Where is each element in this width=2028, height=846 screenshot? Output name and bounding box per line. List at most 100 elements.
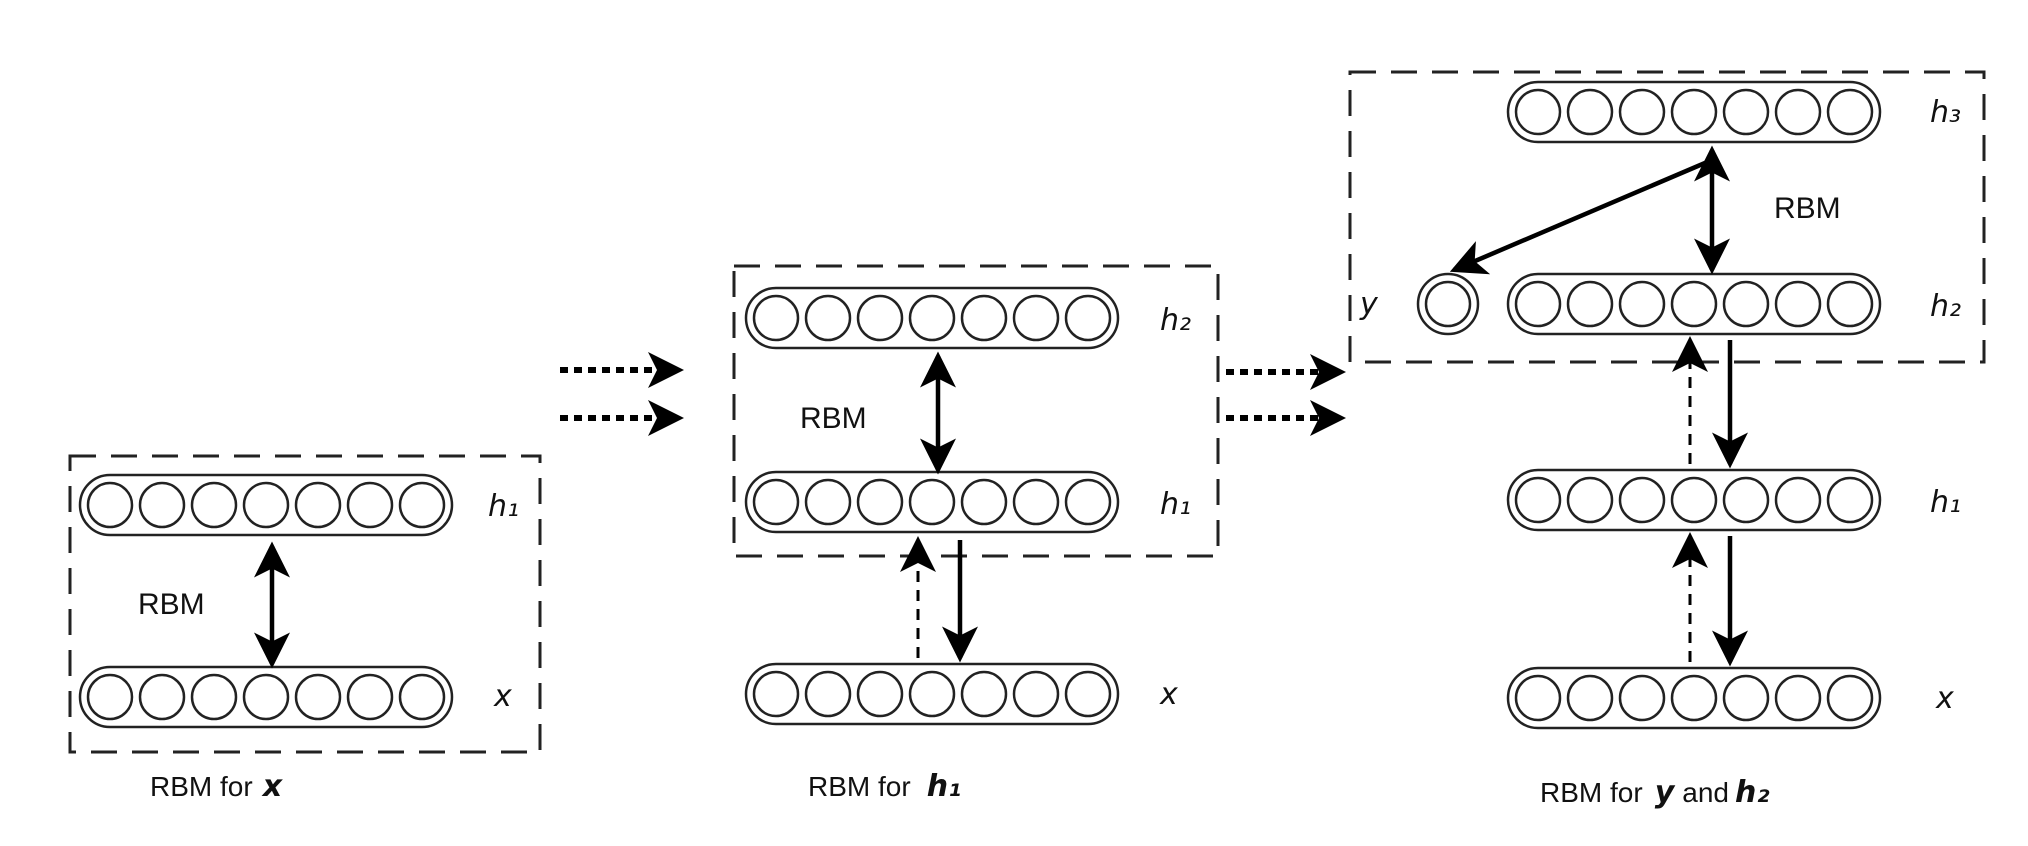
neuron-unit (1424, 280, 1472, 328)
neuron-unit (1826, 674, 1874, 722)
neuron-unit (1722, 674, 1770, 722)
neuron-unit (1774, 280, 1822, 328)
layer-label-h2: h₂ (1160, 303, 1191, 338)
rbm-label: RBM (138, 588, 205, 621)
neuron-unit (1826, 88, 1874, 136)
rbm-box (732, 264, 1220, 558)
neuron-unit (138, 673, 186, 721)
layer-x (78, 665, 454, 729)
neuron-unit (1618, 88, 1666, 136)
neuron-unit (856, 294, 904, 342)
neuron-unit (1012, 478, 1060, 526)
layer-label-h3: h₃ (1930, 95, 1961, 130)
neuron-unit (242, 481, 290, 529)
neuron-unit (1618, 476, 1666, 524)
layer-label-x: x (493, 679, 512, 714)
neuron-unit (1514, 674, 1562, 722)
neuron-unit (1514, 280, 1562, 328)
layer-capsule (78, 473, 454, 537)
neuron-unit (1012, 670, 1060, 718)
neuron-unit (1774, 674, 1822, 722)
neuron-unit (1670, 88, 1718, 136)
layer-h2 (1506, 272, 1882, 336)
neuron-unit (1064, 294, 1112, 342)
layer-label-h1: h₁ (1160, 487, 1191, 522)
layer-label-h2: h₂ (1930, 289, 1961, 324)
neuron-unit (190, 673, 238, 721)
layer-y (1416, 272, 1480, 336)
layer-h3 (1506, 80, 1882, 144)
rbm-box (1348, 70, 1986, 364)
layer-capsule (1506, 80, 1882, 144)
layer-h1 (1506, 468, 1882, 532)
neuron-unit (960, 478, 1008, 526)
neuron-unit (908, 294, 956, 342)
neuron-unit (1064, 670, 1112, 718)
neuron-unit (138, 481, 186, 529)
neuron-unit (346, 673, 394, 721)
layer-capsule (1416, 272, 1480, 336)
transition-arrows-2 (1226, 354, 1346, 436)
layer-label-x: x (1159, 677, 1178, 712)
neuron-unit (398, 673, 446, 721)
neuron-unit (752, 294, 800, 342)
layer-h1 (78, 473, 454, 537)
neuron-unit (1670, 476, 1718, 524)
layer-x (744, 662, 1120, 726)
neuron-unit (1618, 280, 1666, 328)
layer-capsule (1506, 666, 1882, 730)
layer-capsule (744, 662, 1120, 726)
neuron-unit (804, 670, 852, 718)
neuron-unit (346, 481, 394, 529)
layer-capsule (744, 286, 1120, 350)
neuron-unit (1774, 476, 1822, 524)
neuron-unit (1514, 88, 1562, 136)
neuron-unit (294, 481, 342, 529)
neuron-unit (190, 481, 238, 529)
neuron-unit (908, 670, 956, 718)
neuron-unit (1514, 476, 1562, 524)
neuron-unit (1722, 88, 1770, 136)
neuron-unit (1826, 280, 1874, 328)
neuron-unit (242, 673, 290, 721)
arrow-to-y (1449, 157, 1713, 275)
layer-capsule (1506, 468, 1882, 532)
neuron-unit (856, 478, 904, 526)
neuron-unit (804, 294, 852, 342)
neuron-unit (1670, 674, 1718, 722)
layer-label-x: x (1935, 681, 1954, 716)
neuron-unit (1566, 674, 1614, 722)
neuron-unit (908, 478, 956, 526)
rbm-label: RBM (1774, 192, 1841, 225)
neuron-unit (1566, 88, 1614, 136)
neuron-unit (1826, 476, 1874, 524)
layer-h1 (744, 470, 1120, 534)
rbm-box (68, 454, 542, 754)
neuron-unit (1012, 294, 1060, 342)
layer-h2 (744, 286, 1120, 350)
neuron-unit (294, 673, 342, 721)
neuron-unit (1566, 476, 1614, 524)
neuron-unit (960, 294, 1008, 342)
layer-label-y: y (1359, 287, 1379, 322)
neuron-unit (1618, 674, 1666, 722)
neuron-unit (1670, 280, 1718, 328)
layer-label-h1: h₁ (488, 489, 519, 524)
neuron-unit (752, 670, 800, 718)
neuron-unit (1722, 476, 1770, 524)
transition-arrows-1 (560, 352, 684, 436)
neuron-unit (86, 481, 134, 529)
layer-label-h1: h₁ (1930, 485, 1961, 520)
neuron-unit (856, 670, 904, 718)
neuron-unit (1774, 88, 1822, 136)
neuron-unit (398, 481, 446, 529)
rbm-label: RBM (800, 402, 867, 435)
neuron-unit (804, 478, 852, 526)
neuron-unit (960, 670, 1008, 718)
neuron-unit (1566, 280, 1614, 328)
